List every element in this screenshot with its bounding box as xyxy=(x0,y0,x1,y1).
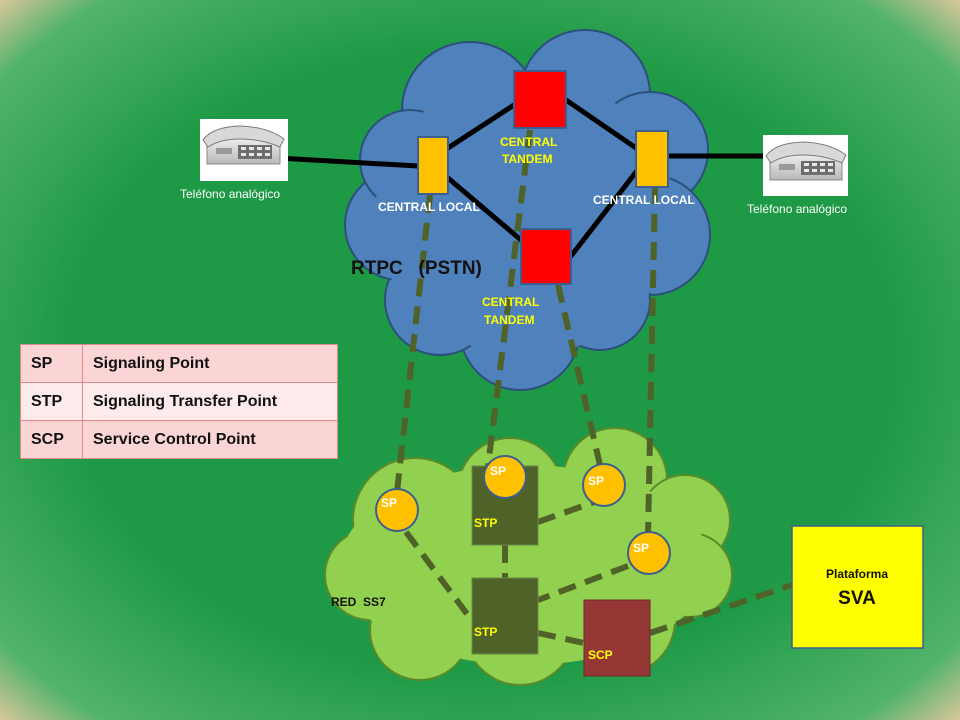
sig-local-left-sp xyxy=(394,194,433,493)
trunk-links xyxy=(275,97,771,259)
sig-sp-stp-bottom xyxy=(403,530,473,620)
trunk-phone-left-local-left xyxy=(275,155,421,169)
sva-line1: Plataforma xyxy=(826,567,888,581)
tandem-top xyxy=(513,70,567,129)
ss7-title: RED SS7 xyxy=(331,595,386,609)
phone-right xyxy=(763,135,848,196)
legend-description: Service Control Point xyxy=(82,420,338,459)
phone-right-label: Teléfono analógico xyxy=(747,202,847,216)
sva-platform xyxy=(791,525,924,649)
legend-abbr: SCP xyxy=(20,420,83,459)
sp-right xyxy=(627,531,671,575)
sp-top-right xyxy=(582,463,626,507)
sp-top-stp-label: SP xyxy=(490,464,506,478)
sva-line2: SVA xyxy=(838,588,876,609)
sig-tandem-bottom-sp xyxy=(555,284,603,466)
legend-row: SCP Service Control Point xyxy=(20,420,338,459)
telephone-icon xyxy=(765,141,847,181)
trunk-tandem-top-local-right xyxy=(563,97,639,151)
pstn-title: RTPC (PSTN) xyxy=(351,258,482,279)
tandem-top-label-line1: CENTRAL xyxy=(500,135,557,149)
stp-top-label: STP xyxy=(474,516,497,530)
sig-local-right-sp xyxy=(645,185,658,536)
trunk-local-left-tandem-top xyxy=(445,102,517,151)
legend-row: SP Signaling Point xyxy=(20,344,338,383)
sig-tandem-top-sp xyxy=(485,129,533,467)
stp-bottom xyxy=(471,577,539,655)
scp xyxy=(583,599,651,677)
sp-right-label: SP xyxy=(633,541,649,555)
phone-left-label: Teléfono analógico xyxy=(180,187,280,201)
legend-abbr: STP xyxy=(20,382,83,421)
sig-stp-scp xyxy=(537,630,585,646)
tandem-bottom xyxy=(520,228,572,285)
sig-scp-sva xyxy=(649,582,793,636)
sp-left-label: SP xyxy=(381,496,397,510)
sig-stp-top-sp xyxy=(536,497,602,525)
local-left-label: CENTRAL LOCAL xyxy=(378,200,480,214)
trunk-local-right-tandem-bottom xyxy=(568,169,639,259)
signaling-links xyxy=(394,129,793,646)
legend-abbr: SP xyxy=(20,344,83,383)
legend-description: Signaling Transfer Point xyxy=(82,382,338,421)
sp-top-stp xyxy=(483,455,527,499)
tandem-bottom-label-line2: TANDEM xyxy=(484,313,534,327)
local-right xyxy=(635,130,669,188)
tandem-bottom-label-line1: CENTRAL xyxy=(482,295,539,309)
local-right-label: CENTRAL LOCAL xyxy=(593,193,695,207)
scp-label: SCP xyxy=(588,648,613,662)
telephone-icon xyxy=(202,125,285,165)
sp-top-right-label: SP xyxy=(588,474,604,488)
stp-bottom-label: STP xyxy=(474,625,497,639)
local-left xyxy=(417,136,449,195)
sig-sp-stp-bottom-right xyxy=(536,563,630,603)
phone-left xyxy=(200,119,288,181)
legend-row: STP Signaling Transfer Point xyxy=(20,382,338,421)
sp-left xyxy=(375,488,419,532)
trunk-local-left-tandem-bottom xyxy=(445,175,524,243)
legend-description: Signaling Point xyxy=(82,344,338,383)
legend-table: SP Signaling Point STP Signaling Transfe… xyxy=(20,344,338,459)
tandem-top-label-line2: TANDEM xyxy=(502,152,552,166)
